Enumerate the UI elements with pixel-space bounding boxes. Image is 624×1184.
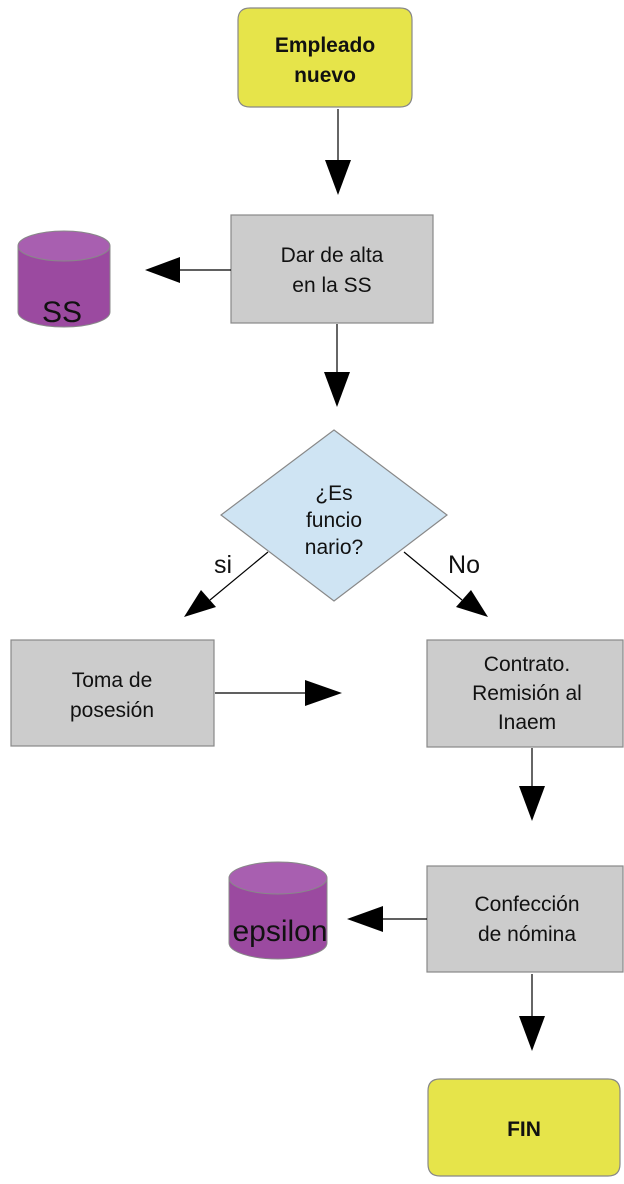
end-label: FIN	[507, 1118, 541, 1141]
arrow-contrato-to-confeccion	[519, 748, 545, 821]
confeccion-label-line1: Confección	[474, 893, 579, 916]
decision-diamond	[220, 429, 448, 602]
toma-posesion-box	[10, 639, 215, 747]
contrato-label-line2: Remisión al	[472, 682, 582, 705]
confeccion-process: Confección de nómina	[426, 865, 624, 973]
arrow-alta-to-ss	[145, 257, 231, 283]
toma-posesion-process: Toma de posesión	[10, 639, 215, 747]
decision-label-line1: ¿Es	[315, 482, 352, 505]
alta-ss-box	[230, 214, 434, 324]
ss-database-top	[17, 230, 111, 262]
branch-no-label: No	[448, 551, 480, 579]
epsilon-database-label: epsilon	[232, 915, 327, 948]
decision-node: ¿Es funcio nario?	[220, 429, 448, 602]
toma-posesion-label-line2: posesión	[70, 699, 154, 722]
end-terminal-shape	[427, 1078, 621, 1177]
toma-posesion-label-line1: Toma de	[72, 669, 153, 692]
arrow-confeccion-to-epsilon	[347, 906, 427, 932]
start-terminal: Empleado nuevo	[237, 7, 413, 108]
alta-ss-process: Dar de alta en la SS	[230, 214, 434, 324]
contrato-process: Contrato. Remisión al Inaem	[426, 639, 624, 748]
epsilon-database-body	[228, 877, 328, 960]
ss-database-body	[17, 245, 111, 328]
alta-ss-label-line1: Dar de alta	[281, 244, 384, 267]
confeccion-label-line2: de nómina	[478, 923, 576, 946]
start-terminal-shape	[237, 7, 413, 108]
end-terminal: FIN	[427, 1078, 621, 1177]
decision-label-line3: nario?	[305, 536, 363, 559]
contrato-label-line3: Inaem	[498, 711, 556, 734]
arrow-confeccion-to-end	[519, 974, 545, 1051]
alta-ss-label-line2: en la SS	[292, 274, 371, 297]
arrow-decision-no	[403, 551, 488, 617]
arrow-toma-to-contrato	[215, 680, 342, 706]
start-label-line1: Empleado	[275, 34, 375, 57]
arrow-start-to-alta	[325, 109, 351, 195]
branch-yes-label: si	[214, 551, 232, 579]
contrato-box	[426, 639, 624, 748]
contrato-label-line1: Contrato.	[484, 653, 570, 676]
epsilon-database: epsilon	[228, 861, 328, 960]
arrow-decision-yes	[184, 551, 269, 617]
arrow-alta-to-decision	[324, 324, 350, 407]
ss-database: SS	[17, 230, 111, 329]
decision-label-line2: funcio	[306, 509, 362, 532]
confeccion-box	[426, 865, 624, 973]
ss-database-label: SS	[42, 296, 82, 329]
start-label-line2: nuevo	[294, 64, 356, 87]
epsilon-database-top	[228, 861, 328, 895]
